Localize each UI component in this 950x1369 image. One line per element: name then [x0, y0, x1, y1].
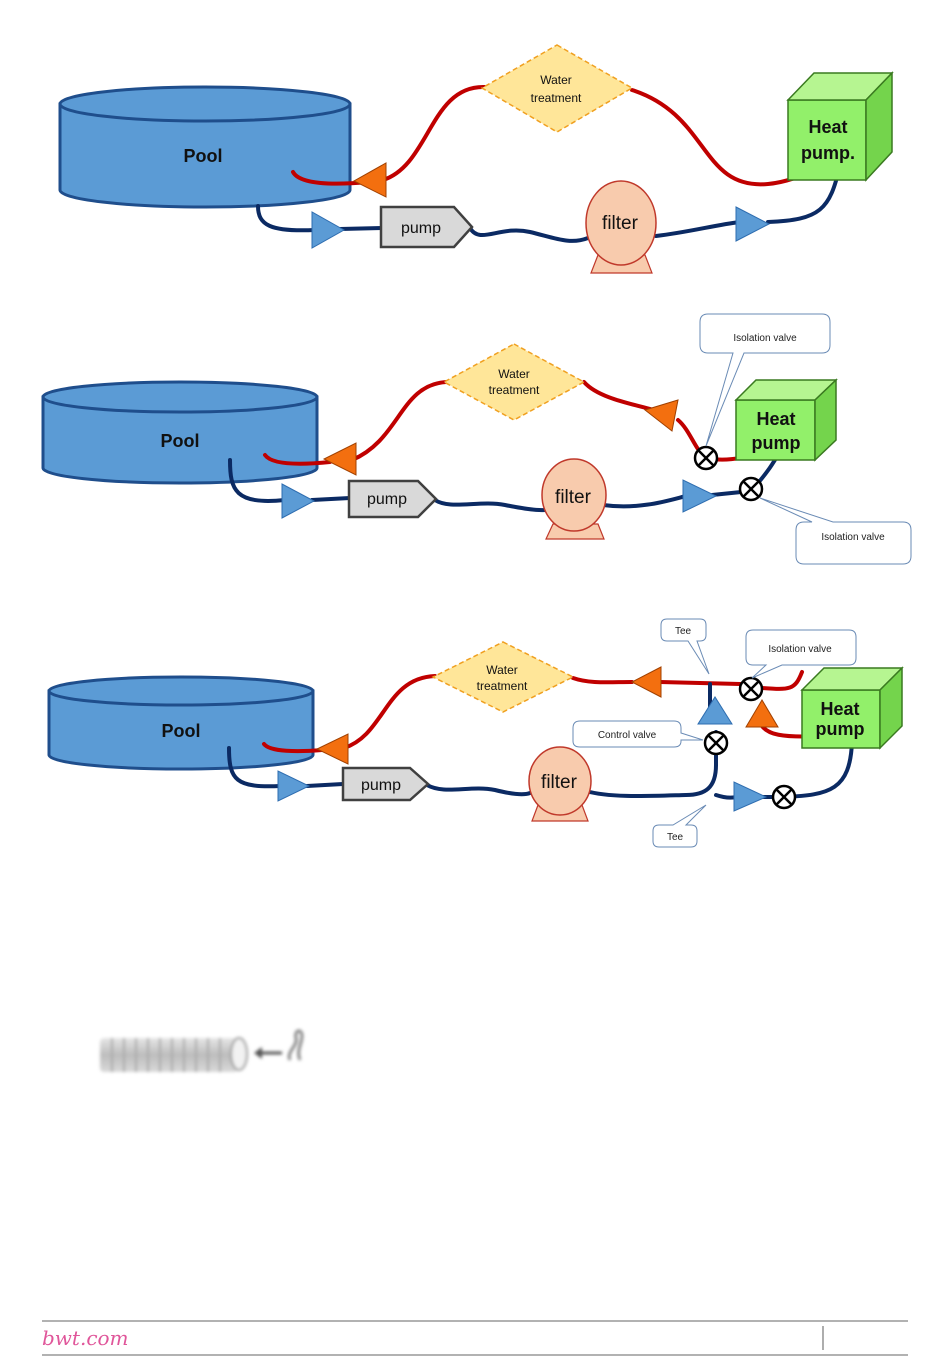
pool-label: Pool — [184, 146, 223, 166]
water-treatment-label-2: treatment — [477, 679, 528, 693]
return-arrow-icon — [317, 734, 348, 764]
pool: Pool — [43, 382, 317, 483]
filter: filter — [529, 747, 591, 821]
control-valve-icon — [705, 732, 727, 754]
filter-label: filter — [555, 487, 592, 508]
pool: Pool — [49, 677, 313, 769]
filter-label: filter — [541, 772, 578, 793]
flow-arrow-icon — [736, 207, 769, 241]
callout-label: Isolation valve — [768, 644, 832, 655]
return-arrow-icon — [354, 163, 386, 197]
callout-tee-top: Tee — [661, 619, 709, 674]
return-arrow-icon — [632, 667, 661, 697]
water-treatment-label-1: Water — [498, 367, 530, 381]
flow-arrow-icon — [278, 771, 309, 801]
diagram-2: Pool Water treatment Heat pump pump — [43, 314, 911, 564]
pump: pump — [343, 768, 428, 800]
flow-arrow-icon — [698, 697, 732, 724]
callout-isolation-valve-bottom: Isolation valve — [760, 498, 911, 564]
pump-label: pump — [361, 777, 401, 794]
filter: filter — [542, 459, 606, 539]
water-treatment-label-1: Water — [486, 663, 518, 677]
pump: pump — [381, 207, 472, 247]
callout-tee-bottom: Tee — [653, 805, 706, 847]
heat-pump-label-2: pump. — [801, 143, 855, 163]
pump-label: pump — [401, 220, 441, 237]
hose-image — [100, 1031, 302, 1072]
callout-label: Tee — [667, 832, 684, 843]
isolation-valve-icon — [740, 478, 762, 500]
flow-arrow-icon — [683, 480, 716, 512]
heat-pump-label-2: pump — [816, 719, 865, 739]
flow-arrow-icon — [734, 782, 766, 811]
filter-label: filter — [602, 213, 639, 234]
heat-pump: Heat pump — [736, 380, 836, 460]
footer-site-link[interactable]: bwt.com — [42, 1326, 129, 1350]
pool-label: Pool — [162, 721, 201, 741]
filter: filter — [586, 181, 656, 273]
callout-control-valve: Control valve — [573, 721, 703, 747]
callout-label: Control valve — [598, 730, 657, 741]
return-arrow-icon — [324, 443, 356, 475]
flow-arrow-icon — [312, 212, 344, 248]
pool-label: Pool — [161, 431, 200, 451]
isolation-valve-icon — [773, 786, 795, 808]
callout-label: Isolation valve — [821, 532, 885, 543]
water-treatment-label-2: treatment — [489, 383, 540, 397]
water-treatment-label-1: Water — [540, 73, 572, 87]
pool: Pool — [60, 87, 350, 207]
diagram-1: Pool Water treatment Heat pump. pump — [60, 45, 892, 273]
callout-label: Tee — [675, 626, 692, 637]
return-arrow-icon — [746, 700, 778, 727]
footer: bwt.com — [42, 1321, 908, 1355]
heat-pump-label-2: pump — [752, 433, 801, 453]
water-treatment-label-2: treatment — [531, 91, 582, 105]
heat-pump: Heat pump. — [788, 73, 892, 180]
water-treatment: Water treatment — [482, 45, 632, 132]
heat-pump: Heat pump — [802, 668, 902, 748]
diagram-3: Pool Water treatment Heat pump — [49, 619, 902, 847]
callout-label: Isolation valve — [733, 333, 797, 344]
heat-pump-label-1: Heat — [808, 117, 847, 137]
isolation-valve-icon — [740, 678, 762, 700]
heat-pump-label-1: Heat — [756, 409, 795, 429]
water-treatment: Water treatment — [444, 344, 584, 420]
pump: pump — [349, 481, 436, 517]
return-arrow-icon — [645, 400, 678, 431]
pump-label: pump — [367, 491, 407, 508]
water-treatment: Water treatment — [433, 642, 573, 712]
flow-arrow-icon — [282, 484, 314, 518]
heat-pump-label-1: Heat — [820, 699, 859, 719]
isolation-valve-icon — [695, 447, 717, 469]
